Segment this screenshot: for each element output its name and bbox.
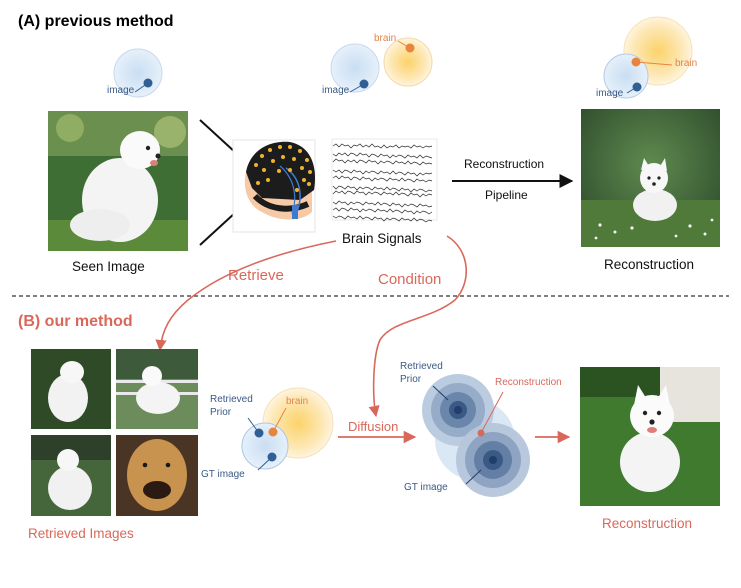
prev-image-label-1: image: [107, 85, 135, 96]
brain-signal-waves: [331, 138, 438, 223]
previous-recon-space: [603, 16, 693, 99]
our-reconstruction-caption: Reconstruction: [602, 516, 693, 531]
retrieve-label: Retrieve: [228, 267, 284, 284]
seen-image-caption: Seen Image: [72, 259, 145, 274]
gt-image-label-left: GT image: [201, 469, 245, 480]
pipeline-label-line2: Pipeline: [485, 188, 528, 202]
seen-image-photo: [48, 111, 188, 251]
connector-line-top: [199, 119, 237, 154]
previous-reconstruction-photo: [581, 109, 720, 247]
retrieved-images-caption: Retrieved Images: [28, 526, 134, 541]
eeg-head-icon: [232, 139, 316, 233]
our-reconstruction-photo: [580, 367, 720, 506]
prev-brain-label-2: brain: [675, 58, 698, 69]
section-b-title-text: our method: [44, 313, 133, 330]
pipeline-label-line1: Reconstruction: [464, 157, 545, 171]
retrieved-prior-label-right: Retrieved Prior: [400, 361, 443, 385]
retrieved-prior-label-left: Retrieved Prior: [210, 394, 253, 418]
our-latent-space: [241, 387, 334, 471]
diffusion-distributions: [422, 374, 530, 497]
retrieved-image-2: [116, 349, 198, 429]
retrieved-image-4: [116, 435, 198, 516]
section-a-title: (A) previous method: [18, 14, 174, 30]
retrieve-arrow: [155, 240, 337, 352]
section-a-title-text: previous method: [44, 13, 174, 30]
retrieved-image-1: [31, 349, 111, 429]
previous-image-brain-space: [330, 37, 433, 93]
connector-line-bottom: [199, 211, 237, 246]
condition-arrow: [368, 235, 467, 418]
retrieved-image-3: [31, 435, 111, 516]
prev-brain-label-1: brain: [374, 33, 397, 44]
condition-label: Condition: [378, 271, 442, 288]
reconstruction-point-label: Reconstruction: [495, 377, 562, 388]
previous-image-space: [113, 48, 163, 98]
section-b-letter: (B): [18, 313, 41, 330]
gt-image-label-right: GT image: [404, 482, 448, 493]
our-brain-label: brain: [286, 396, 309, 407]
section-b-title: (B) our method: [18, 314, 133, 330]
brain-signals-caption: Brain Signals: [342, 231, 422, 246]
prev-image-label-2: image: [322, 85, 350, 96]
diffusion-label: Diffusion: [348, 419, 399, 434]
prev-image-label-3: image: [596, 88, 624, 99]
section-a-letter: (A): [18, 13, 41, 30]
previous-reconstruction-caption: Reconstruction: [604, 257, 695, 272]
